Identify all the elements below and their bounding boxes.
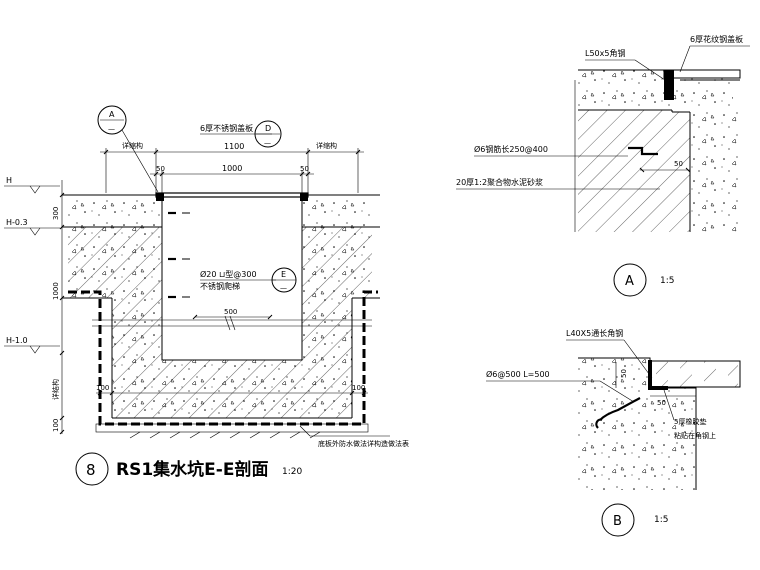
dim-100-right: 100: [352, 384, 365, 392]
cover-angle-right: [300, 193, 308, 201]
pit-concrete: [68, 227, 372, 418]
detail-b-scale: 1:5: [654, 515, 668, 525]
section-title: RS1集水坑E-E剖面: [116, 459, 268, 480]
label-joint-right: 详缩构: [316, 141, 337, 150]
label-cover: 6厚不锈钢盖板: [200, 123, 253, 133]
detail-b: 50 50 L40X5通长角钢 Ø6@500 L=500 5厚橡胶垫 粘贴在角钢…: [486, 328, 741, 537]
grating-bars: [656, 361, 738, 387]
svg-text:—: —: [108, 125, 115, 133]
ledge-b: [650, 388, 696, 490]
svg-text:—: —: [280, 284, 287, 292]
detail-number-circle: [75, 452, 109, 486]
break-lines: [92, 315, 372, 331]
dim-50-right: 50: [300, 165, 309, 173]
vdim-1000: 1000: [52, 282, 60, 300]
detail-number: 8: [86, 461, 96, 479]
anchor-rebar: [628, 146, 658, 156]
top-slab-right: [302, 195, 372, 227]
detail-a-circle: [613, 263, 647, 297]
vdim-detail: 详结构: [51, 379, 60, 400]
label-pad-b-2: 粘贴在角钢上: [674, 431, 716, 440]
vdim-100: 100: [52, 419, 60, 432]
cover-angle-left: [156, 193, 164, 201]
label-angle-b: L40X5通长角钢: [566, 328, 623, 338]
label-ladder-2: 不锈钢爬梯: [200, 281, 240, 291]
dim-50-left: 50: [156, 165, 165, 173]
detail-a-scale: 1:5: [660, 276, 674, 286]
level-h10: H-1.0: [6, 336, 28, 345]
dim-1000: 1000: [222, 164, 242, 173]
label-angle-a: L50x5角钢: [585, 48, 625, 58]
callout-a: A —: [97, 105, 159, 193]
wall-b: [578, 358, 650, 490]
label-joint-left: 详缩构: [122, 141, 143, 150]
svg-text:50: 50: [657, 399, 666, 407]
level-markers: [4, 185, 60, 354]
label-mortar-a: 20厚1:2聚合物水泥砂浆: [456, 177, 543, 187]
svg-text:50: 50: [674, 160, 683, 168]
svg-text:E: E: [281, 270, 286, 279]
wall-a-hatch: [578, 110, 690, 232]
dim-100-left: 100: [96, 384, 109, 392]
svg-text:D: D: [265, 124, 271, 133]
callout-e: E —: [271, 267, 297, 293]
callout-d: D —: [254, 120, 282, 148]
svg-text:50: 50: [620, 369, 628, 378]
main-section: 详缩构 详缩构 1100 1000 50 50 500 100 100 6厚不锈…: [4, 105, 409, 486]
cover-plate: [155, 192, 309, 198]
waterproof-line: [68, 290, 378, 426]
svg-text:A: A: [109, 110, 115, 119]
label-ladder-1: Ø20 ⊔型@300: [200, 269, 257, 279]
detail-a: 50 L50x5角钢 6厚花纹钢盖板 Ø6钢筋长250@400 20厚1:2聚合…: [456, 34, 750, 297]
detail-b-circle: [601, 503, 635, 537]
cushion-layer: [95, 423, 369, 433]
label-bottom-note: 底板外防水做法详构造做法表: [318, 439, 409, 448]
soil-marks: [129, 431, 321, 439]
level-h03: H-0.3: [6, 218, 28, 227]
rebar-b: [599, 397, 641, 421]
label-pad-b-1: 5厚橡胶垫: [674, 417, 706, 426]
wall-a-conc: [690, 112, 740, 232]
vertical-dims: [59, 180, 65, 435]
detail-b-label: B: [613, 514, 622, 529]
bottom-note-leader-tip: [299, 425, 311, 437]
vdim-300: 300: [52, 207, 60, 220]
section-scale: 1:20: [282, 467, 302, 477]
label-anchor-a: Ø6钢筋长250@400: [474, 144, 548, 154]
ladder-rungs: [168, 211, 190, 299]
top-dimensions: [96, 148, 368, 396]
top-slab-left: [68, 195, 162, 227]
dim-1100: 1100: [224, 142, 244, 151]
level-h: H: [6, 176, 12, 185]
svg-text:—: —: [264, 139, 271, 147]
detail-a-label: A: [625, 274, 634, 289]
label-plate-a: 6厚花纹钢盖板: [690, 34, 743, 44]
label-rebar-b: Ø6@500 L=500: [486, 369, 550, 379]
dim-500: 500: [224, 308, 237, 316]
